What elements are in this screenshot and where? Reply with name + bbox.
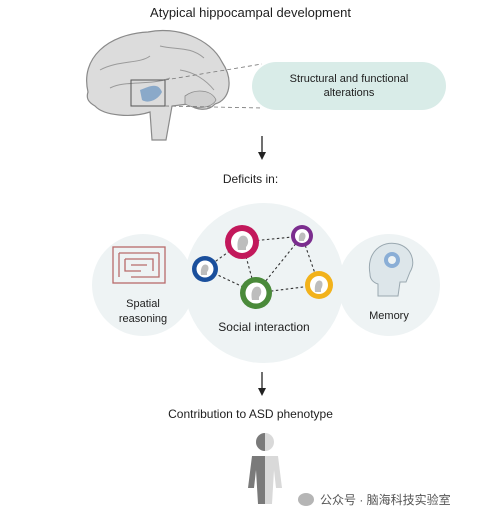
spatial-circle bbox=[92, 234, 194, 336]
node-green bbox=[240, 277, 272, 309]
arrow-2 bbox=[258, 372, 266, 396]
social-interaction-label: Social interaction bbox=[218, 320, 310, 334]
memory-head-icon bbox=[368, 242, 414, 297]
watermark: 公众号 · 脑海科技实验室 bbox=[298, 491, 451, 508]
node-blue bbox=[192, 256, 218, 282]
memory-label: Memory bbox=[369, 310, 409, 322]
wechat-icon bbox=[298, 493, 314, 506]
node-purple bbox=[291, 225, 313, 247]
maze-icon bbox=[112, 246, 166, 284]
alterations-callout-text: Structural and functional alterations bbox=[289, 73, 409, 99]
spatial-reasoning-label: Spatial reasoning bbox=[118, 298, 168, 325]
figure-title: Atypical hippocampal development bbox=[150, 5, 351, 20]
child-figure bbox=[248, 433, 282, 504]
outcome-label: Contribution to ASD phenotype bbox=[168, 407, 333, 421]
deficits-heading: Deficits in: bbox=[222, 172, 279, 186]
watermark-text: 公众号 · 脑海科技实验室 bbox=[320, 493, 451, 507]
arrow-1 bbox=[258, 136, 266, 160]
alterations-callout: Structural and functional alterations bbox=[252, 62, 446, 110]
node-magenta bbox=[225, 225, 259, 259]
node-yellow bbox=[305, 271, 333, 299]
brain-illustration bbox=[86, 29, 263, 141]
hippocampus-shape bbox=[140, 85, 162, 102]
